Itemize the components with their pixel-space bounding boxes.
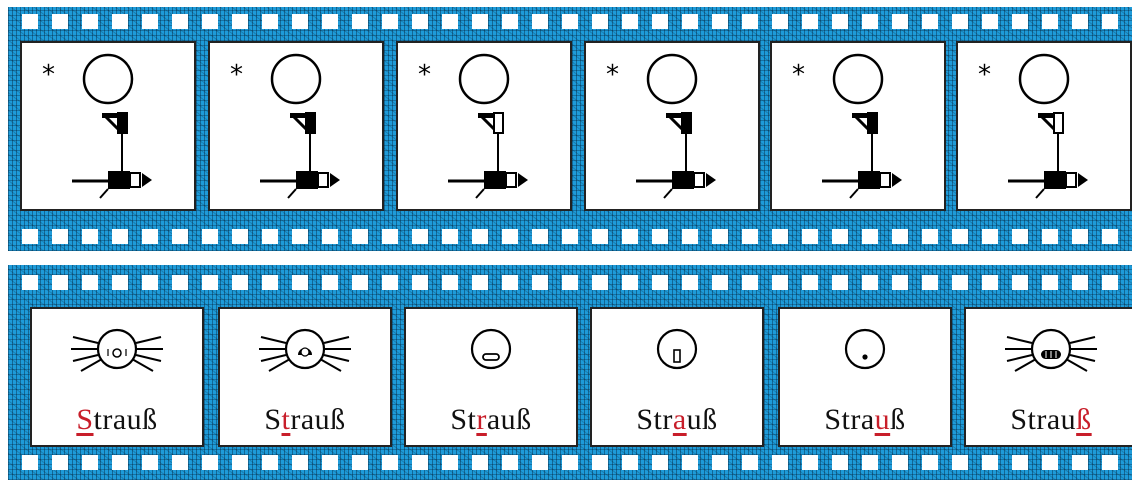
word-label: Strauß [780, 403, 950, 437]
sign-notation-icon: * [978, 53, 1088, 199]
word-after: auß [486, 403, 532, 436]
mouth-teeth-icon [1005, 328, 1097, 372]
top-frame: * [208, 41, 384, 211]
word-before: Str [636, 403, 673, 436]
film-strip-top: * * * * * * [8, 7, 1132, 251]
bottom-frame: Strauß [590, 307, 764, 447]
word-label: Strauß [406, 403, 576, 437]
bottom-frame: Strauß [404, 307, 578, 447]
top-frame: * [956, 41, 1132, 211]
asterisk-mark: * [792, 60, 805, 90]
sign-notation-icon: * [606, 53, 716, 199]
sprocket-holes-top [8, 14, 1132, 29]
word-label: Strauß [32, 403, 202, 437]
top-frame: * [770, 41, 946, 211]
bottom-frame: Strauß [778, 307, 952, 447]
word-after: trauß [93, 403, 158, 436]
sprocket-holes-bottom [8, 229, 1132, 244]
asterisk-mark: * [42, 60, 55, 90]
asterisk-mark: * [606, 60, 619, 90]
sign-notation-icon: * [230, 53, 340, 199]
sign-notation-icon: * [418, 53, 528, 199]
word-label: Strauß [966, 403, 1132, 437]
mouth-dash-icon [470, 328, 512, 370]
highlighted-letter: a [672, 403, 687, 436]
mouth-whiskers-icon [259, 328, 351, 372]
word-after: uß [686, 403, 718, 436]
sign-notation-icon: * [792, 53, 902, 199]
asterisk-mark: * [978, 60, 991, 90]
mouth-dot-icon [844, 328, 886, 370]
mouth-whiskers-icon [71, 328, 163, 372]
bottom-frame: Strauß [218, 307, 392, 447]
word-label: Strauß [220, 403, 390, 437]
word-before: Stra [824, 403, 875, 436]
sprocket-holes-top [8, 275, 1132, 290]
top-frame: * [584, 41, 760, 211]
sign-notation-icon: * [42, 53, 152, 199]
word-before: Strau [1010, 403, 1077, 436]
highlighted-letter: S [76, 403, 94, 436]
top-frame: * [396, 41, 572, 211]
top-frame: * [20, 41, 196, 211]
bottom-frame: Strauß [964, 307, 1132, 447]
word-after: rauß [290, 403, 346, 436]
mouth-bar-icon [656, 328, 698, 370]
word-label: Strauß [592, 403, 762, 437]
sprocket-holes-bottom [8, 455, 1132, 470]
asterisk-mark: * [230, 60, 243, 90]
asterisk-mark: * [418, 60, 431, 90]
bottom-frame: Strauß [30, 307, 204, 447]
word-after: ß [890, 403, 906, 436]
word-before: S [264, 403, 282, 436]
highlighted-letter: t [281, 403, 291, 436]
highlighted-letter: ß [1076, 403, 1092, 436]
word-before: St [450, 403, 477, 436]
highlighted-letter: r [476, 403, 487, 436]
highlighted-letter: u [874, 403, 891, 436]
